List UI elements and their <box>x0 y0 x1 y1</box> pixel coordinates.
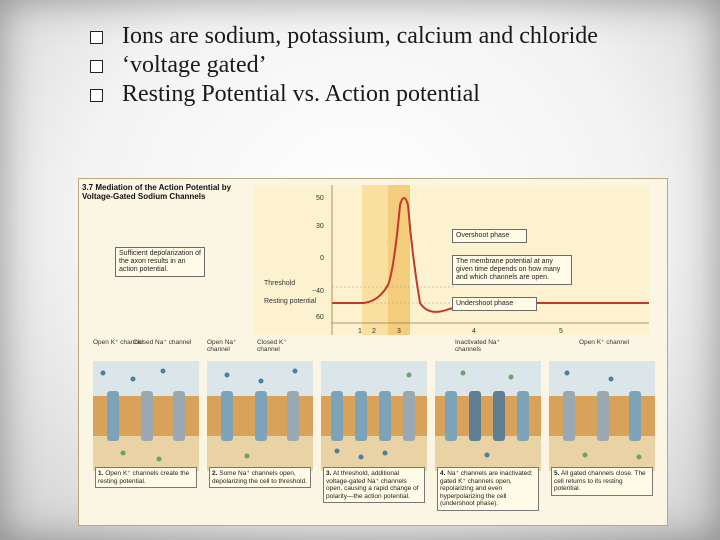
phase-band-2 <box>362 185 388 335</box>
membrane-diagram <box>321 361 427 471</box>
figure-title: 3.7 Mediation of the Action Potential by… <box>82 183 232 201</box>
caption-text: At threshold, additional voltage-gated N… <box>326 470 419 500</box>
panel-caption: 4. Na⁺ channels are inactivated; gated K… <box>437 467 539 511</box>
bullet-box-icon <box>90 60 103 73</box>
callout-undershoot: Undershoot phase <box>452 297 537 311</box>
bullet-text: ‘voltage gated’ <box>122 52 267 78</box>
threshold-label: Threshold <box>264 280 295 287</box>
y-tick: 30 <box>316 223 324 230</box>
graph-svg: 50 30 0 −40 60 Threshold Resting potenti… <box>254 185 649 335</box>
membrane-panel-3: 3. At threshold, additional voltage-gate… <box>321 339 427 521</box>
channel-label: Closed Na⁺ channel <box>133 339 192 346</box>
panel-caption: 5. All gated channels close. The cell re… <box>551 467 653 496</box>
channel-label: Closed K⁺ channel <box>257 339 287 353</box>
resting-label: Resting potential <box>264 298 317 305</box>
panel-caption: 2. Some Na⁺ channels open, depolarizing … <box>209 467 311 488</box>
callout-membrane: The membrane potential at any given time… <box>452 255 572 285</box>
membrane-diagram <box>207 361 313 471</box>
panel-caption: 3. At threshold, additional voltage-gate… <box>323 467 425 503</box>
panel-caption: 1. Open K⁺ channels create the resting p… <box>95 467 197 488</box>
bullet-list: Ions are sodium, potassium, calcium and … <box>90 22 610 109</box>
membrane-diagram <box>549 361 655 471</box>
bullet-box-icon <box>90 31 103 44</box>
callout-overshoot: Overshoot phase <box>452 229 527 243</box>
phase-number: 4 <box>472 328 476 335</box>
membrane-panel-5: Open K⁺ channel 5. All gated channels cl… <box>549 339 655 521</box>
y-tick: −40 <box>312 288 324 295</box>
membrane-diagram <box>435 361 541 471</box>
bullet-item: Ions are sodium, potassium, calcium and … <box>90 22 610 51</box>
channel-label: Open K⁺ channel <box>93 339 144 346</box>
channel-label: Open K⁺ channel <box>579 339 630 346</box>
action-potential-figure: 3.7 Mediation of the Action Potential by… <box>78 178 668 526</box>
membrane-diagram <box>93 361 199 471</box>
y-tick: 60 <box>316 314 324 321</box>
callout-depolarization: Sufficient depolarization of the axon re… <box>115 247 205 277</box>
membrane-panel-4: Inactivated Na⁺ channels 4. Na⁺ channels… <box>435 339 541 521</box>
graph-area: 50 30 0 −40 60 Threshold Resting potenti… <box>254 185 649 335</box>
channel-label: Inactivated Na⁺ channels <box>455 339 500 353</box>
caption-text: All gated channels close. The cell retur… <box>554 470 646 492</box>
phase-number: 1 <box>358 328 362 335</box>
bullet-item: ‘voltage gated’ <box>90 51 610 80</box>
membrane-panel-2: Open Na⁺ channel Closed K⁺ channel 2. So… <box>207 339 313 521</box>
bullet-box-icon <box>90 89 103 102</box>
y-tick: 50 <box>316 195 324 202</box>
phase-number: 3 <box>397 328 401 335</box>
membrane-panel-1: Open K⁺ channel Closed Na⁺ channel 1. Op… <box>93 339 199 521</box>
caption-text: Na⁺ channels are inactivated; gated K⁺ c… <box>440 470 533 507</box>
caption-text: Open K⁺ channels create the resting pote… <box>98 470 190 485</box>
bullet-text: Ions are sodium, potassium, calcium and … <box>122 23 598 49</box>
y-tick: 0 <box>320 255 324 262</box>
phase-band-3 <box>388 185 410 335</box>
phase-number: 5 <box>559 328 563 335</box>
bullet-text: Resting Potential vs. Action potential <box>122 81 480 107</box>
phase-number: 2 <box>372 328 376 335</box>
bullet-item: Resting Potential vs. Action potential <box>90 80 610 109</box>
caption-text: Some Na⁺ channels open, depolarizing the… <box>212 470 308 485</box>
channel-label: Open Na⁺ channel <box>207 339 237 353</box>
membrane-panels: Open K⁺ channel Closed Na⁺ channel 1. Op… <box>93 339 659 521</box>
graph-bg <box>254 185 649 335</box>
